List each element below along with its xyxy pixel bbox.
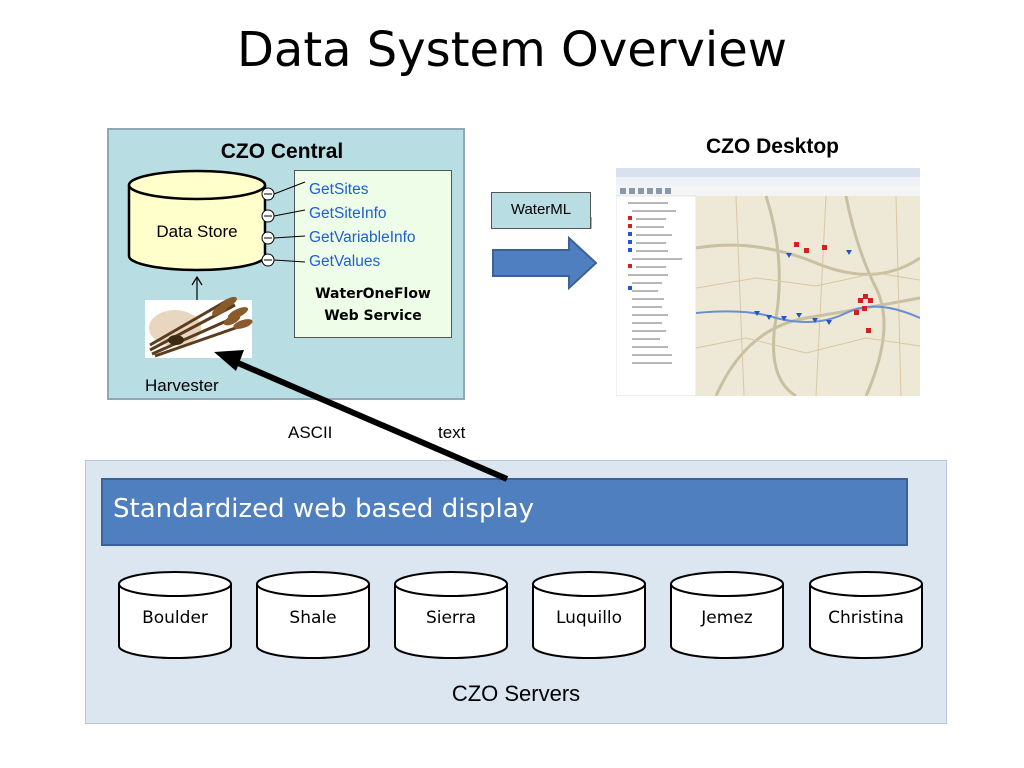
flow-arrow (492, 235, 598, 291)
ascii-label: ASCII (288, 423, 333, 442)
web-service-box (294, 170, 452, 338)
page-title: Data System Overview (236, 22, 788, 78)
web-service-name-line1: WaterOneFlow (315, 286, 431, 302)
display-banner (101, 478, 908, 546)
server-cylinder-shale (256, 571, 370, 659)
czo-desktop-title: CZO Desktop (705, 135, 839, 158)
service-method-get-site-info: GetSiteInfo (309, 205, 387, 222)
text-label: text (438, 423, 466, 442)
czo-central-title: CZO Central (220, 140, 344, 163)
data-store-cylinder (127, 169, 267, 272)
server-label-boulder: Boulder (142, 608, 208, 628)
service-method-get-sites: GetSites (309, 181, 369, 198)
wheat-icon (145, 296, 253, 358)
server-label-christina: Christina (828, 608, 904, 628)
harvester-to-datastore-arrow (191, 275, 203, 300)
server-label-luquillo: Luquillo (555, 608, 623, 628)
czo-desktop-screenshot (616, 168, 920, 396)
server-cylinder-sierra (394, 571, 508, 659)
server-label-jemez: Jemez (701, 608, 753, 628)
server-cylinder-christina (809, 571, 923, 659)
czo-servers-label: CZO Servers (451, 681, 581, 706)
web-service-name: WaterOneFlow Web Service (294, 283, 452, 327)
waterml-label: WaterML (491, 192, 591, 229)
display-banner-text: Standardized web based display (113, 494, 535, 524)
server-label-shale: Shale (289, 608, 337, 628)
server-cylinder-jemez (670, 571, 784, 659)
web-service-name-line2: Web Service (324, 308, 422, 324)
service-method-get-variable-info: GetVariableInfo (309, 229, 416, 246)
harvester-label: Harvester (145, 376, 219, 395)
server-cylinder-luquillo (532, 571, 646, 659)
service-method-get-values: GetValues (309, 253, 381, 270)
method-connectors (261, 181, 306, 267)
data-store-label: Data Store (156, 222, 238, 241)
server-label-sierra: Sierra (425, 608, 477, 628)
server-cylinder-boulder (118, 571, 232, 659)
